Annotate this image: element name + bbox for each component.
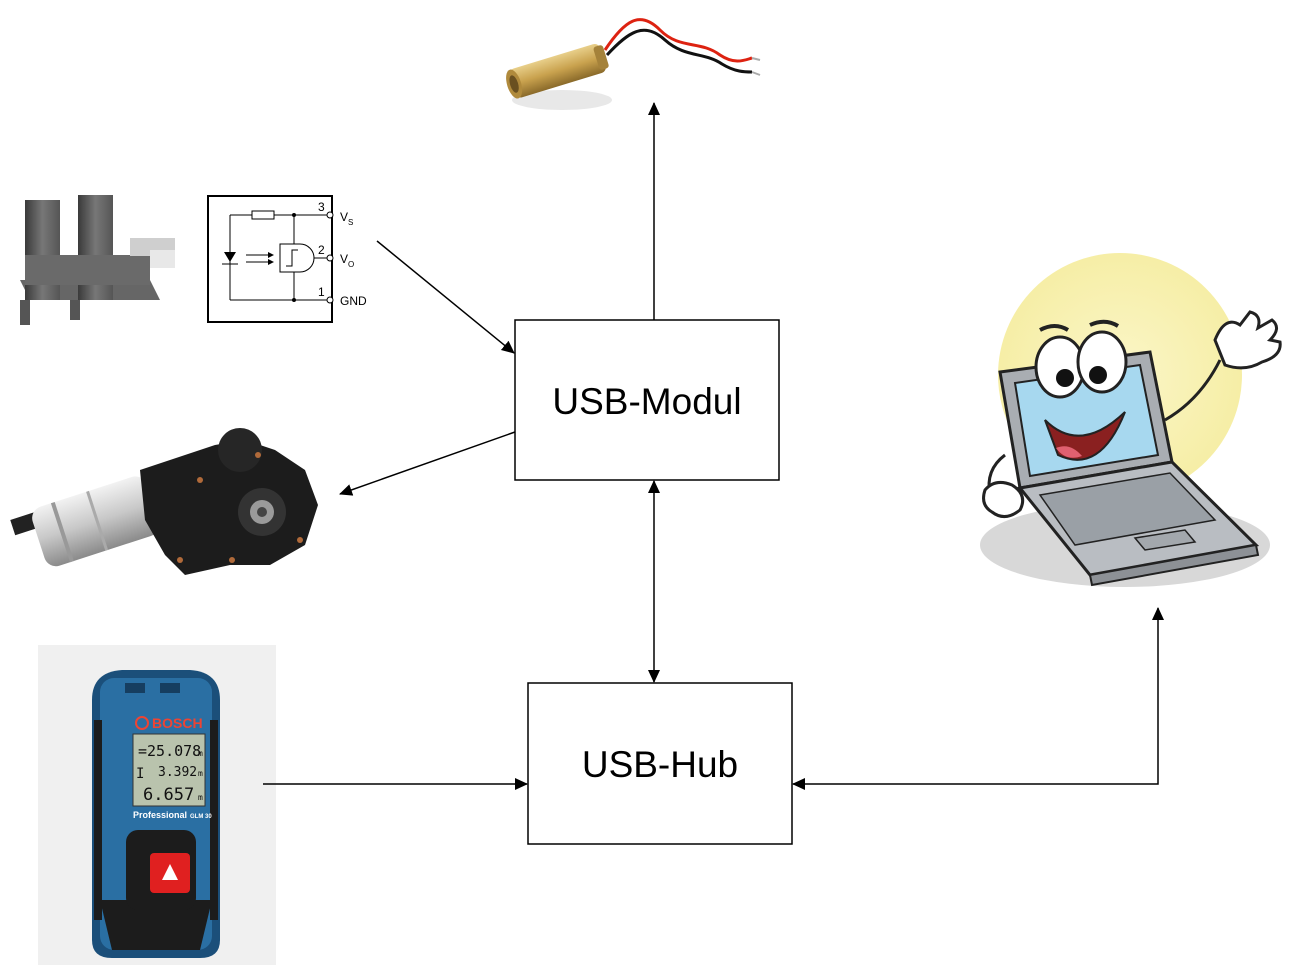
- gear-motor-image: [10, 428, 318, 575]
- connector-hub-laptop: [792, 607, 1164, 790]
- arrow-modul-to-motor: [339, 431, 516, 496]
- pin-1-label: 1: [318, 285, 325, 299]
- arrow-sensor-to-modul: [376, 240, 515, 354]
- lcd-line-1: =25.078: [138, 742, 201, 760]
- lcd-unit-1: m: [198, 749, 203, 758]
- model-label: Professional: [133, 810, 187, 820]
- usb-hub-block: USB-Hub: [527, 682, 793, 845]
- lcd-unit-3: m: [198, 793, 203, 802]
- usb-modul-label: USB-Modul: [552, 381, 741, 422]
- vs-label: VS: [340, 210, 353, 227]
- laser-module-image: [506, 18, 761, 110]
- vo-sub: O: [348, 260, 354, 269]
- pin-3-label: 3: [318, 200, 325, 214]
- lcd-unit-2: m: [198, 769, 203, 778]
- gnd-label: GND: [340, 294, 367, 308]
- vs-main: V: [340, 210, 348, 224]
- usb-modul-block: USB-Modul: [514, 319, 780, 481]
- pin-2-label: 2: [318, 243, 325, 257]
- laptop-cartoon-image: [980, 253, 1282, 587]
- lcd-line-3: 6.657: [143, 785, 194, 805]
- usb-hub-label: USB-Hub: [582, 744, 738, 785]
- model-number: GLM 30: [190, 814, 212, 820]
- sensor-schematic: 3 2 1 VS VO GND: [207, 195, 367, 323]
- vo-label: VO: [340, 252, 354, 269]
- fork-light-barrier-image: [20, 195, 175, 325]
- brand-label: BOSCH: [152, 715, 203, 731]
- lcd-line-2: 3.392: [158, 765, 197, 780]
- vo-main: V: [340, 252, 348, 266]
- svg-text:I: I: [136, 766, 144, 782]
- vs-sub: S: [348, 218, 353, 227]
- laser-rangefinder-image: BOSCH =25.078 m I 3.392 m 6.657 m Profes…: [38, 645, 276, 965]
